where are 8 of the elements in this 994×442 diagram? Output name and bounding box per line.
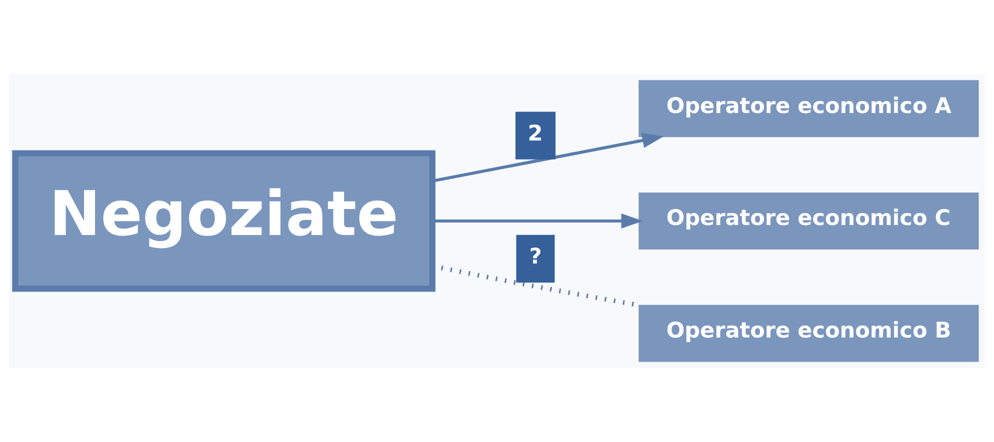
node-box: Negoziate (12, 150, 436, 292)
node-box: Operatore economico B (638, 304, 979, 362)
arrow (432, 132, 664, 182)
edge-label: 2 (528, 121, 543, 146)
node-box: Operatore economico C (638, 192, 979, 250)
edge-label: ? (529, 244, 542, 270)
arrow (432, 213, 643, 229)
node-box: Operatore economico A (638, 80, 979, 138)
